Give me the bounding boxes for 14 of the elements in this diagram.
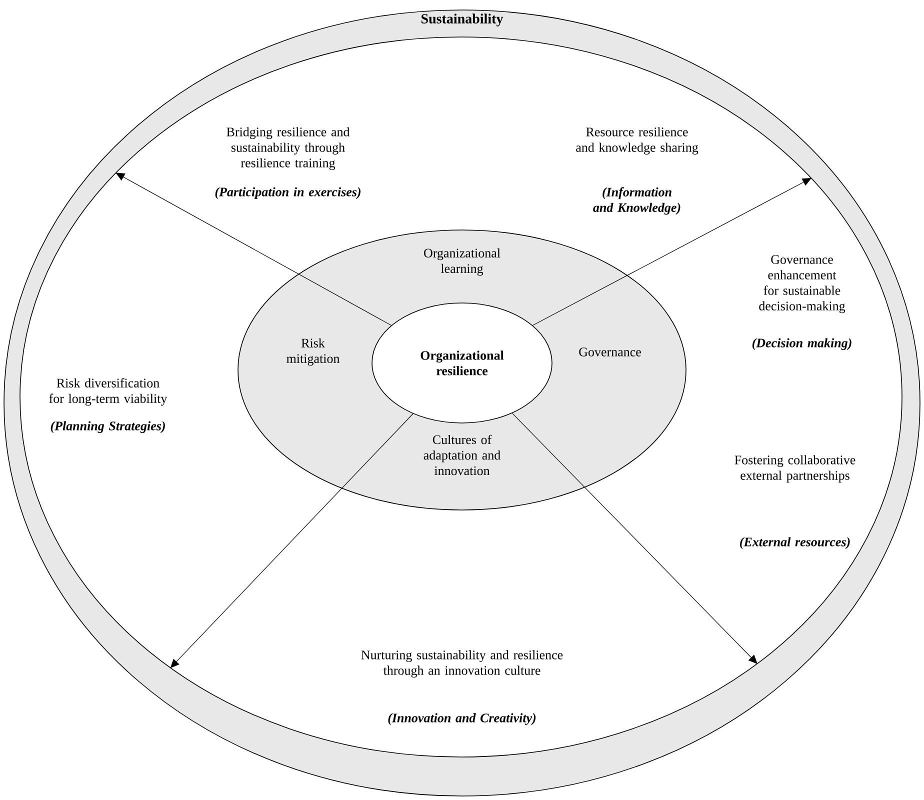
description-text: Resource resilience and knowledge sharing xyxy=(576,127,698,155)
category-label: (Participation in exercises) xyxy=(215,187,360,199)
description-text: Nurturing sustainability and resilience through an innovation culture xyxy=(361,650,563,678)
description-text: Risk diversification for long-term viability xyxy=(49,378,168,406)
category-label: (Innovation and Creativity) xyxy=(388,713,536,726)
category-label: (Decision making) xyxy=(752,338,852,350)
arrow xyxy=(116,172,392,326)
category-label: (Planning Strategies) xyxy=(50,421,165,433)
description-text: Governance enhancement for sustainable decision-making xyxy=(759,255,846,314)
arrow xyxy=(512,412,758,664)
description-text: Bridging resilience and sustainability through resilience training xyxy=(226,127,350,170)
category-label: (Information and Knowledge) xyxy=(593,187,680,215)
description-text: Fostering collaborative external partnerships xyxy=(734,455,856,482)
category-label: (External resources) xyxy=(740,537,850,549)
